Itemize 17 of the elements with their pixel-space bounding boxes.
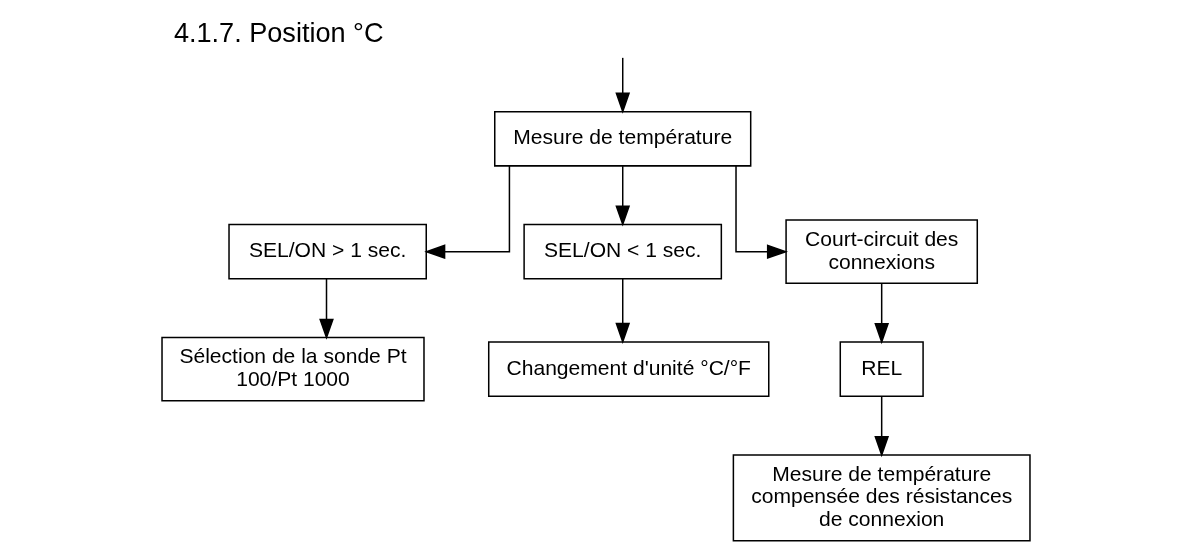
arrow [423, 165, 510, 260]
node-box: SEL/ON > 1 sec. [227, 223, 427, 280]
arrow [873, 395, 889, 458]
arrow [614, 165, 630, 227]
arrow [614, 57, 630, 114]
node-box: Sélection de la sonde Pt 100/Pt 1000 [160, 336, 425, 402]
node-box: Changement d'unité °C/°F [487, 341, 769, 397]
diagram-title: 4.1.7. Position °C [173, 16, 384, 48]
node-box: REL [839, 341, 924, 397]
node-box: Mesure de température compensée des résistances de connexion [732, 454, 1031, 542]
node-box: SEL/ON < 1 sec. [522, 223, 722, 280]
arrow [873, 283, 889, 345]
arrow [318, 278, 334, 340]
node-box: Court-circuit des connexions [784, 219, 978, 285]
arrow [614, 278, 630, 344]
arrow [734, 165, 788, 260]
node-box: Mesure de température [493, 110, 751, 167]
